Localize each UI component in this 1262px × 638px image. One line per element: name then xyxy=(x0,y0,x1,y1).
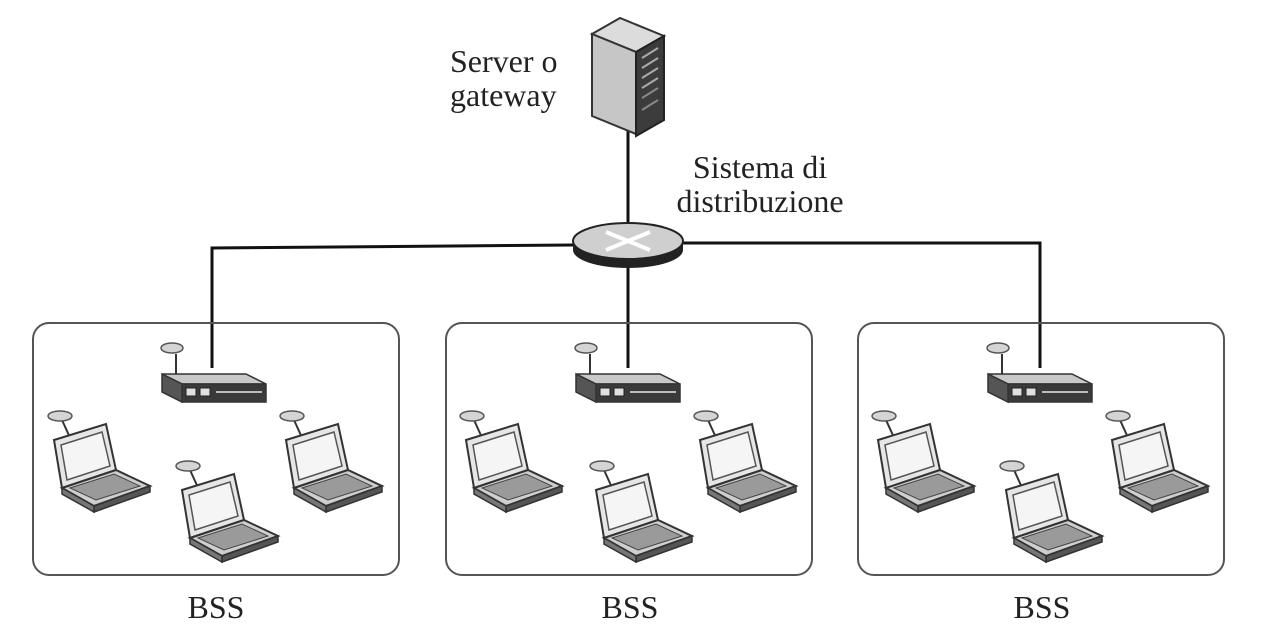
wireless-laptop-icon xyxy=(1105,410,1209,513)
wireless-laptop-icon xyxy=(871,410,975,513)
server-tower-icon xyxy=(589,16,667,138)
wireless-laptop-icon xyxy=(459,410,563,513)
bss-box-2 xyxy=(445,322,813,576)
wireless-laptop-icon xyxy=(279,410,383,513)
wireless-laptop-icon xyxy=(175,460,279,563)
wireless-laptop-icon xyxy=(47,410,151,513)
bss-label: BSS xyxy=(1013,589,1071,625)
server-label-line2: gateway xyxy=(450,77,557,113)
wireless-laptop-icon xyxy=(999,460,1103,563)
distribution-label-line1: Sistema di xyxy=(692,149,828,185)
link-bss-left xyxy=(210,243,575,368)
bss-label: BSS xyxy=(187,589,245,625)
server-label-line1: Server o xyxy=(450,43,558,79)
bss-label: BSS xyxy=(601,589,659,625)
bss-box-3 xyxy=(857,322,1225,576)
distribution-label: Sistema di distribuzione xyxy=(660,150,860,218)
router-switch-icon xyxy=(572,222,684,268)
wireless-laptop-icon xyxy=(589,460,693,563)
bss-box-1 xyxy=(32,322,400,576)
link-bss-right xyxy=(682,241,1042,368)
wireless-laptop-icon xyxy=(693,410,797,513)
distribution-label-line2: distribuzione xyxy=(676,183,844,219)
server-label: Server o gateway xyxy=(450,44,558,112)
